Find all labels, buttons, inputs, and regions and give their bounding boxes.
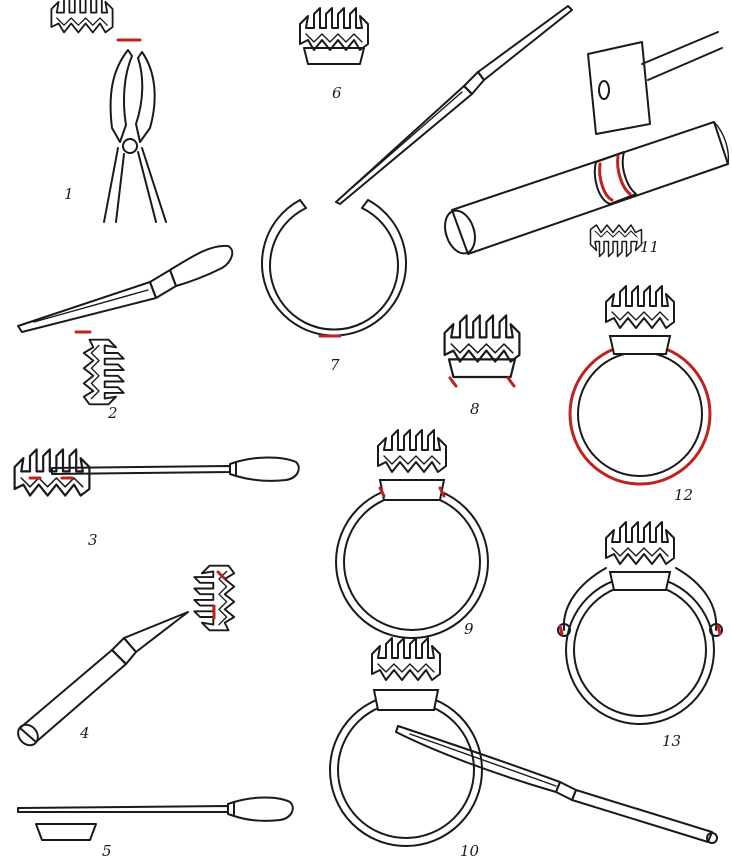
hammer-icon bbox=[587, 31, 723, 135]
crown-with-base-icon bbox=[300, 8, 368, 64]
figure-3-label: 3 bbox=[88, 531, 98, 549]
figure-3: 3 bbox=[13, 448, 300, 549]
figure-6: 6 bbox=[300, 8, 368, 102]
file-icon bbox=[17, 244, 234, 333]
setting-base-icon bbox=[378, 479, 446, 501]
file-2-icon bbox=[335, 5, 573, 205]
figure-10: 10 bbox=[329, 637, 718, 860]
figure-4-label: 4 bbox=[79, 724, 90, 742]
bezel-base-icon bbox=[35, 823, 97, 841]
crown-setting-icon bbox=[377, 429, 447, 473]
side-supports-icon bbox=[557, 567, 723, 637]
setting-base-3-icon bbox=[608, 335, 672, 355]
mark-red-icon bbox=[212, 570, 226, 620]
figure-13-label: 13 bbox=[662, 732, 681, 750]
ring-on-mandrel-icon bbox=[593, 151, 637, 205]
crown-setting-4-icon bbox=[605, 521, 675, 565]
needle-file-icon bbox=[51, 456, 300, 482]
crown-on-mandrel-icon bbox=[589, 224, 643, 258]
figure-6-label: 6 bbox=[332, 84, 342, 102]
figure-9-label: 9 bbox=[464, 620, 474, 638]
setting-base-2-icon bbox=[372, 689, 440, 711]
figure-11-label: 11 bbox=[640, 238, 659, 256]
figure-13: 13 bbox=[557, 521, 723, 750]
scriber-icon bbox=[17, 611, 189, 747]
figure-2: 2 bbox=[17, 244, 234, 422]
figure-5-label: 5 bbox=[102, 842, 112, 860]
figure-8: 8 bbox=[445, 315, 520, 418]
ring-shank-3-icon bbox=[568, 342, 712, 486]
figure-11: 11 bbox=[444, 31, 730, 258]
tin-snips-icon bbox=[103, 49, 167, 223]
needle-file-2-icon bbox=[17, 796, 294, 822]
crown-strip-icon bbox=[50, 0, 114, 34]
figure-12-label: 12 bbox=[674, 486, 693, 504]
crown-setting-3-icon bbox=[605, 285, 675, 329]
figure-5: 5 bbox=[17, 796, 294, 860]
setting-base-4-icon bbox=[608, 571, 672, 591]
ring-shank-icon bbox=[335, 485, 489, 639]
figure-2-label: 2 bbox=[107, 404, 118, 422]
crown-prongs-icon bbox=[82, 338, 125, 406]
figure-10-label: 10 bbox=[460, 842, 480, 860]
crown-side-icon bbox=[193, 564, 236, 632]
figure-1: 1 bbox=[50, 0, 167, 223]
solder-mark-4-icon bbox=[558, 624, 722, 636]
figure-12: 12 bbox=[568, 285, 712, 504]
open-ring-shank-icon bbox=[261, 199, 407, 337]
ring-shank-2-icon bbox=[329, 693, 483, 847]
ring-shank-4-icon bbox=[565, 575, 715, 725]
figure-7-label: 7 bbox=[330, 356, 340, 374]
figure-1-label: 1 bbox=[64, 185, 74, 203]
figure-9: 9 bbox=[335, 429, 489, 639]
figure-4: 4 bbox=[17, 564, 236, 747]
file-3-icon bbox=[395, 725, 718, 844]
mandrel-icon bbox=[444, 121, 730, 255]
crown-soldered-icon bbox=[445, 315, 520, 377]
solder-mark-2-icon bbox=[448, 376, 516, 388]
crown-setting-2-icon bbox=[371, 637, 441, 681]
figure-8-label: 8 bbox=[470, 400, 480, 418]
solder-mark-3-icon bbox=[378, 486, 446, 498]
figure-7: 7 bbox=[261, 5, 573, 374]
